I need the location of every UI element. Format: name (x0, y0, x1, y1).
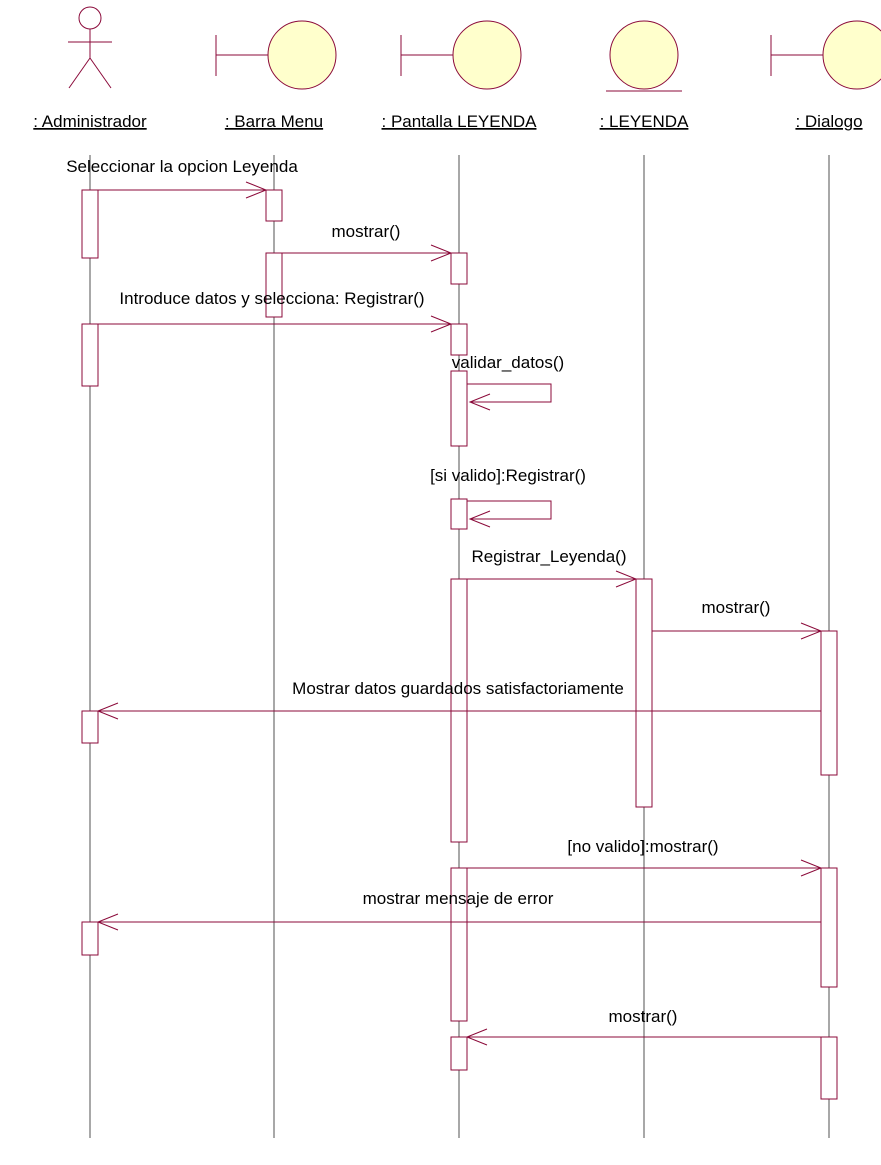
activation-barra (265, 189, 283, 222)
message-label: mostrar() (702, 598, 771, 617)
arrowhead (468, 510, 491, 528)
boundary-circle (267, 20, 337, 90)
message-label: mostrar mensaje de error (363, 889, 554, 908)
participant-label: : Administrador (33, 112, 147, 131)
participant-admin (68, 6, 112, 89)
actor-head (78, 6, 102, 30)
arrowhead (465, 1028, 488, 1046)
message-label: mostrar() (609, 1007, 678, 1026)
arrowhead (96, 702, 119, 720)
arrowhead (96, 913, 119, 931)
activation-admin (81, 189, 99, 259)
arrowhead (615, 570, 638, 588)
message-label: [si valido]:Registrar() (430, 466, 586, 485)
message-label: mostrar() (332, 222, 401, 241)
activation-barra (265, 252, 283, 318)
arrowhead (430, 244, 453, 262)
participant-pantalla (400, 20, 522, 90)
actor-leg-right (89, 57, 112, 89)
self-message-arrow (467, 500, 552, 520)
participant-label: : Pantalla LEYENDA (382, 112, 538, 131)
message-label: Introduce datos y selecciona: Registrar(… (119, 289, 424, 308)
message-label: [no valido]:mostrar() (567, 837, 718, 856)
participant-label: : Barra Menu (225, 112, 323, 131)
activation-pantalla (450, 867, 468, 1022)
participant-label: : Dialogo (795, 112, 862, 131)
entity-circle (609, 20, 679, 90)
boundary-circle (822, 20, 881, 90)
participant-label: : LEYENDA (600, 112, 689, 131)
activation-dialogo (820, 867, 838, 988)
activation-admin (81, 323, 99, 387)
boundary-circle (452, 20, 522, 90)
message-label: Mostrar datos guardados satisfactoriamen… (292, 679, 624, 698)
activation-pantalla (450, 252, 468, 285)
message-label: Seleccionar la opcion Leyenda (66, 157, 298, 176)
arrowhead (800, 622, 823, 640)
activation-dialogo (820, 1036, 838, 1100)
activation-pantalla (450, 323, 468, 356)
activation-admin (81, 710, 99, 744)
participant-barra (215, 20, 337, 90)
self-message-arrow (467, 383, 552, 403)
participant-leyenda (606, 20, 682, 92)
activation-admin (81, 921, 99, 956)
activation-pantalla (450, 370, 468, 447)
message-label: Registrar_Leyenda() (472, 547, 627, 566)
activation-pantalla (450, 1036, 468, 1071)
activation-pantalla (450, 498, 468, 530)
message-label: validar_datos() (452, 353, 564, 372)
arrowhead (468, 393, 491, 411)
actor-leg-left (68, 57, 91, 89)
arrowhead (430, 315, 453, 333)
activation-dialogo (820, 630, 838, 776)
arrowhead (245, 181, 268, 199)
activation-leyenda (635, 578, 653, 808)
participant-dialogo (770, 20, 881, 90)
arrowhead (800, 859, 823, 877)
